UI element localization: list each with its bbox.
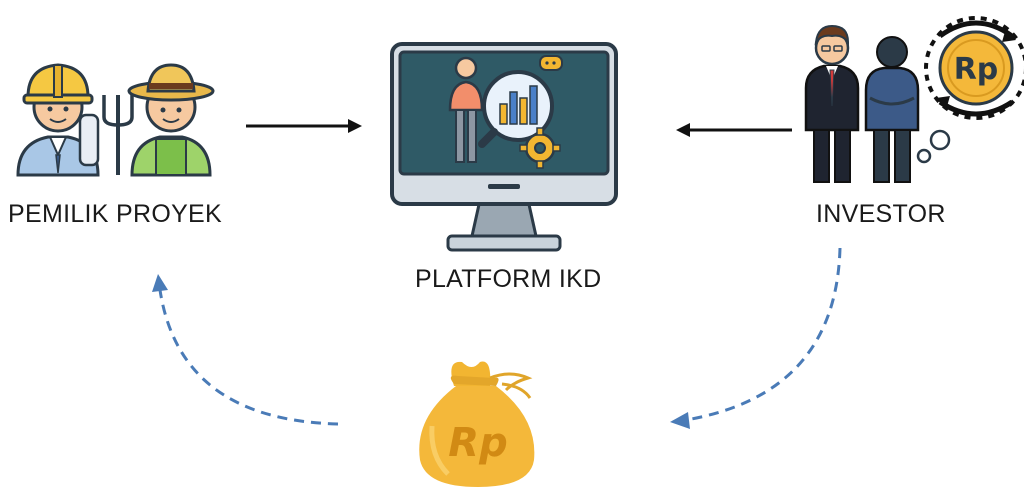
arrow-investor-to-money	[670, 247, 842, 429]
investor-coin-text: Rp	[954, 52, 999, 87]
money-bag-icon: Rp	[419, 361, 535, 487]
arrow-owner-to-platform	[246, 119, 362, 133]
investor-label: INVESTOR	[816, 200, 946, 228]
money-bag-text: Rp	[448, 420, 507, 466]
project-owner-label: PEMILIK PROYEK	[8, 200, 222, 228]
platform-label: PLATFORM IKD	[415, 265, 602, 293]
arrow-investor-to-platform	[676, 123, 792, 137]
investor-icon: Rp	[804, 16, 1024, 183]
platform-monitor-icon	[390, 42, 618, 252]
project-owner-icon	[16, 63, 215, 177]
arrow-money-to-owner	[152, 274, 339, 426]
